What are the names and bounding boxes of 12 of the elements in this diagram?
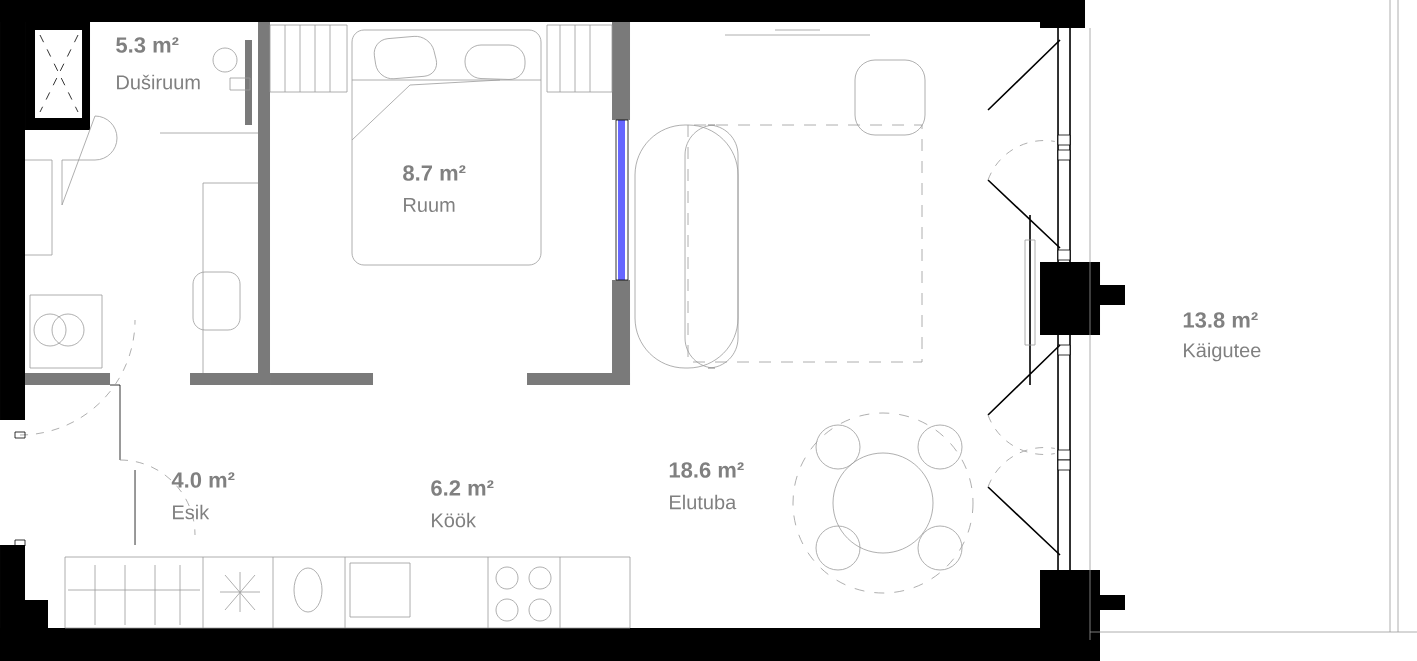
area-label: 5.3 m² bbox=[116, 37, 179, 53]
area-label: 4.0 m² bbox=[171, 472, 235, 488]
area-label: 18.6 m² bbox=[669, 462, 744, 478]
room-name: Elutuba bbox=[670, 494, 737, 510]
room-name: Käigutee bbox=[1184, 342, 1261, 362]
area-label: 13.8 m² bbox=[1183, 312, 1258, 328]
room-name: Esik bbox=[173, 504, 210, 520]
room-name: Ruum bbox=[404, 198, 455, 212]
area-label: 6.2 m² bbox=[431, 480, 494, 496]
area-label: 8.7 m² bbox=[403, 165, 466, 181]
room-name: Köök bbox=[432, 512, 477, 528]
room-name: Duširuum bbox=[117, 74, 200, 90]
